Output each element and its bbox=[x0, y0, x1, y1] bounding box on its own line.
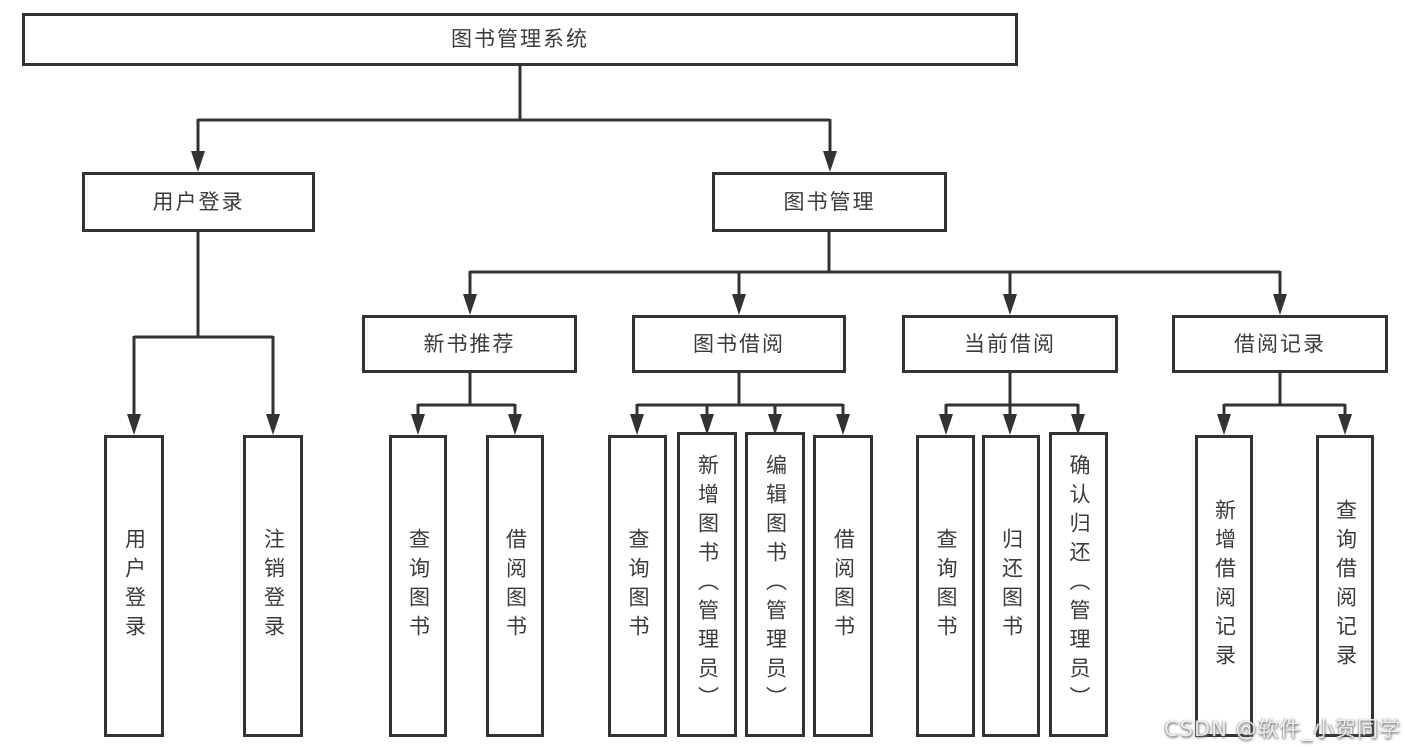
node-book-borrow: 图书借阅 bbox=[632, 315, 846, 373]
connector-new-book-rec-children bbox=[411, 373, 522, 435]
node-current-borrow: 当前借阅 bbox=[902, 315, 1118, 373]
arrow-down-icon bbox=[266, 414, 280, 435]
node-borrow-records: 借阅记录 bbox=[1172, 315, 1388, 373]
arrow-down-icon bbox=[732, 294, 746, 315]
arrow-down-icon bbox=[836, 414, 850, 435]
leaf-user-login: 用户登录 bbox=[104, 435, 164, 737]
csdn-watermark: CSDN @软件_小贺同学 bbox=[1163, 717, 1401, 741]
arrow-down-icon bbox=[1338, 414, 1352, 435]
arrow-down-icon bbox=[823, 151, 837, 172]
leaf-br-query-record: 查询借阅记录 bbox=[1316, 435, 1374, 737]
leaf-bb-add-books-admin: 新增图书（管理员） bbox=[677, 432, 737, 737]
connector-current-borrow-children bbox=[939, 373, 1085, 435]
leaf-cb-return-books: 归还图书 bbox=[982, 435, 1040, 737]
arrow-down-icon bbox=[191, 151, 205, 172]
leaf-nbr-query-books: 查询图书 bbox=[389, 435, 447, 737]
node-new-book-recommend: 新书推荐 bbox=[362, 315, 577, 373]
leaf-logout: 注销登录 bbox=[243, 435, 303, 737]
arrow-down-icon bbox=[508, 414, 522, 435]
leaf-bb-borrow-books: 借阅图书 bbox=[813, 435, 873, 737]
node-book-management: 图书管理 bbox=[712, 172, 947, 232]
leaf-nbr-borrow-books: 借阅图书 bbox=[486, 435, 544, 737]
node-user-login: 用户登录 bbox=[82, 172, 315, 232]
connector-user-login-children bbox=[127, 232, 280, 435]
arrow-down-icon bbox=[1217, 414, 1231, 435]
leaf-bb-edit-books-admin: 编辑图书（管理员） bbox=[745, 432, 805, 737]
node-root-system: 图书管理系统 bbox=[22, 13, 1018, 66]
connector-book-borrow-children bbox=[630, 373, 850, 435]
connector-root-to-level2 bbox=[191, 66, 837, 172]
connector-borrow-records-children bbox=[1217, 373, 1352, 435]
arrow-down-icon bbox=[1273, 294, 1287, 315]
arrow-down-icon bbox=[1071, 414, 1085, 435]
leaf-cb-query-books: 查询图书 bbox=[916, 435, 975, 737]
arrow-down-icon bbox=[630, 414, 644, 435]
connector-book-mgmt-children bbox=[463, 232, 1287, 315]
arrow-down-icon bbox=[768, 414, 782, 435]
arrow-down-icon bbox=[939, 414, 953, 435]
arrow-down-icon bbox=[411, 414, 425, 435]
arrow-down-icon bbox=[700, 414, 714, 435]
leaf-cb-confirm-return-admin: 确认归还（管理员） bbox=[1049, 432, 1108, 737]
arrow-down-icon bbox=[127, 414, 141, 435]
leaf-bb-query-books: 查询图书 bbox=[608, 435, 667, 737]
arrow-down-icon bbox=[463, 294, 477, 315]
arrow-down-icon bbox=[1003, 294, 1017, 315]
arrow-down-icon bbox=[1003, 414, 1017, 435]
leaf-br-add-record: 新增借阅记录 bbox=[1195, 435, 1253, 737]
